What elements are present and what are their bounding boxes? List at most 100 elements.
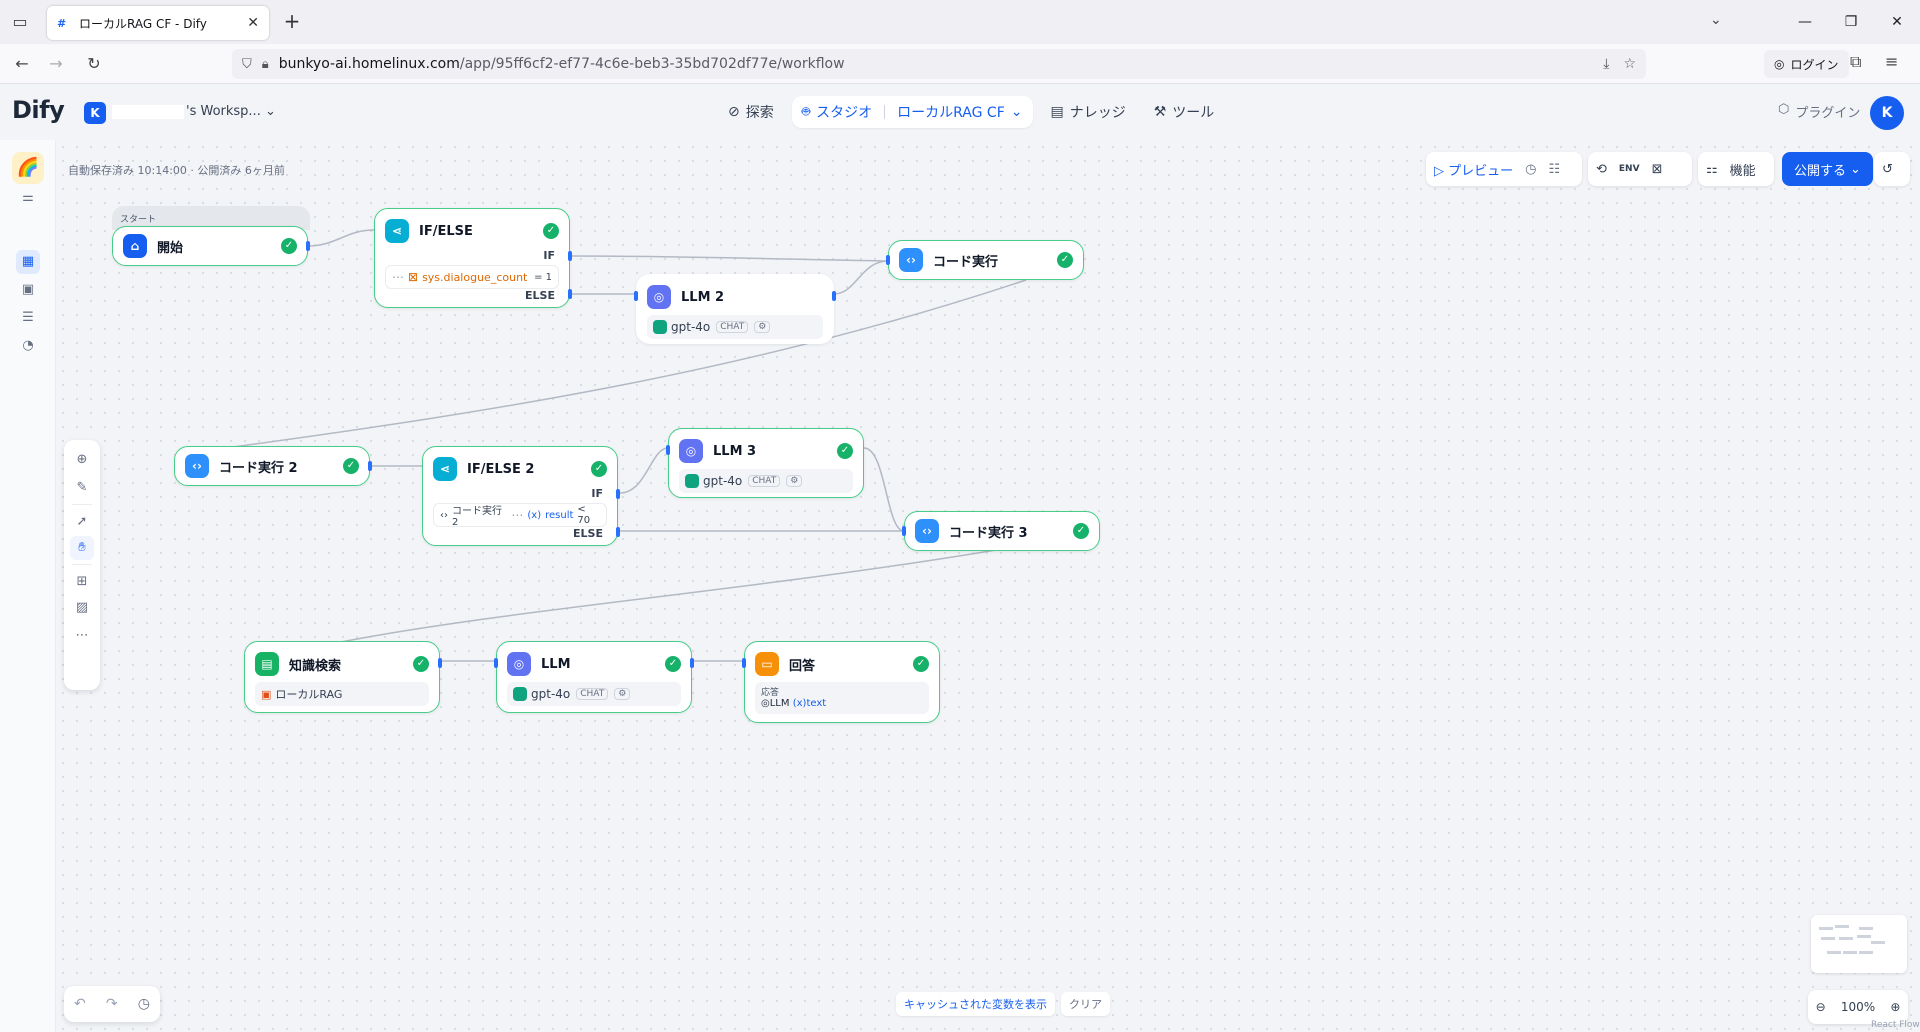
- save-page-icon[interactable]: ⤓: [1603, 56, 1610, 72]
- target-handle[interactable]: [902, 526, 906, 536]
- export-image-icon[interactable]: ▨: [75, 600, 89, 615]
- show-cached-vars-button[interactable]: キャッシュされた変数を表示: [896, 992, 1055, 1016]
- new-tab-icon[interactable]: +: [283, 9, 301, 33]
- node-ifelse[interactable]: ⋖IF/ELSE ✓ IF ⋯⊠sys.dialogue_count= 1 EL…: [374, 208, 572, 308]
- terminal-icon[interactable]: ▣: [21, 282, 35, 297]
- workspace-selector[interactable]: 's Worksp... ⌄: [112, 104, 276, 119]
- check-icon: ✓: [913, 656, 929, 672]
- preview-button[interactable]: ▷ プレビュー: [1434, 163, 1514, 179]
- node-code2[interactable]: ‹›コード実行 2 ✓: [174, 446, 372, 486]
- logs-icon[interactable]: ☰: [22, 310, 34, 325]
- nav-knowledge[interactable]: ▤ナレッジ: [1050, 104, 1126, 121]
- chevron-down-icon[interactable]: ⌄: [1710, 12, 1722, 28]
- minimize-icon[interactable]: —: [1798, 14, 1812, 30]
- organize-icon[interactable]: ⊞: [76, 574, 88, 589]
- else-handle[interactable]: [568, 289, 572, 299]
- back-icon[interactable]: ←: [15, 54, 29, 73]
- undo-icon[interactable]: ↶: [74, 996, 86, 1012]
- monitor-gauge-icon[interactable]: ◔: [22, 338, 34, 353]
- extensions-icon[interactable]: ⧉: [1850, 52, 1862, 71]
- target-handle[interactable]: [742, 658, 746, 668]
- add-note-icon[interactable]: ✎: [76, 480, 88, 495]
- nav-tools[interactable]: ⚒ツール: [1153, 104, 1215, 121]
- history-button[interactable]: ↺: [1874, 152, 1910, 186]
- target-handle[interactable]: [494, 658, 498, 668]
- close-window-icon[interactable]: ✕: [1891, 14, 1903, 30]
- hamburger-menu-icon[interactable]: ≡: [1885, 52, 1899, 71]
- bookmark-star-icon[interactable]: ☆: [1623, 56, 1636, 72]
- nav-studio[interactable]: 🤖︎スタジオローカルRAG CF⌄: [791, 96, 1033, 128]
- node-ifelse2[interactable]: ⋖IF/ELSE 2 ✓ IF ‹›コード実行 2⋯(x)result< 70 …: [422, 446, 620, 546]
- shield-icon[interactable]: ⛉: [242, 56, 252, 72]
- source-handle[interactable]: [690, 658, 694, 668]
- nav-explore[interactable]: ⊘探索: [728, 104, 774, 121]
- env-button[interactable]: ENV: [1618, 164, 1640, 174]
- else-handle[interactable]: [616, 527, 620, 537]
- global-vars-icon[interactable]: ⊠: [1651, 161, 1663, 177]
- more-icon[interactable]: ⋯: [75, 628, 89, 643]
- node-start[interactable]: ⌂開始 ✓: [112, 226, 310, 266]
- source-handle[interactable]: [368, 461, 372, 471]
- add-node-icon[interactable]: ⊕: [76, 452, 88, 467]
- node-answer[interactable]: ▭回答 ✓ 応答 ◎LLM (x)text: [742, 641, 940, 723]
- node-knowledge[interactable]: ▤知識検索 ✓ ▣ローカルRAG: [244, 641, 442, 713]
- window-controls: — ❐ ✕: [1782, 0, 1920, 44]
- variables-group: ⟲ ENV ⊠: [1588, 152, 1692, 186]
- settings-sliders-icon[interactable]: ⚌: [22, 190, 34, 205]
- target-handle[interactable]: [666, 445, 670, 455]
- source-handle[interactable]: [306, 241, 310, 251]
- browser-tab[interactable]: # ローカルRAG CF - Dify ✕: [47, 6, 269, 40]
- workspace-avatar[interactable]: K: [84, 102, 106, 124]
- history-icon[interactable]: ◷: [137, 996, 150, 1012]
- workflow-icon[interactable]: ▦: [16, 250, 40, 274]
- node-code[interactable]: ‹›コード実行 ✓: [886, 240, 1084, 280]
- react-flow-attribution[interactable]: React Flow: [1871, 1020, 1920, 1030]
- if-handle[interactable]: [616, 489, 620, 499]
- llm-icon: ◎: [679, 439, 703, 463]
- forward-icon[interactable]: →: [49, 54, 63, 73]
- pointer-icon[interactable]: ➚: [76, 514, 88, 529]
- tab-list-icon[interactable]: ▭: [12, 12, 28, 31]
- publish-button[interactable]: 公開する⌄: [1782, 152, 1873, 186]
- features-button[interactable]: ⚏機能: [1698, 152, 1774, 186]
- tab-title: ローカルRAG CF - Dify: [79, 16, 207, 31]
- zoom-out-icon[interactable]: ⊖: [1815, 1000, 1826, 1014]
- source-handle[interactable]: [438, 658, 442, 668]
- clear-cache-button[interactable]: クリア: [1061, 992, 1110, 1016]
- app-selector[interactable]: ローカルRAG CF: [897, 105, 1005, 121]
- workflow-canvas[interactable]: 自動保存済み 10:14:00 · 公開済み 6ヶ月前 ▷ プレビュー ◷ ☷ …: [56, 140, 1920, 1032]
- reload-icon[interactable]: ↻: [87, 54, 101, 73]
- redo-icon[interactable]: ↷: [105, 996, 118, 1012]
- chevron-down-icon: ⌄: [1010, 104, 1023, 120]
- if-handle[interactable]: [568, 251, 572, 261]
- zoom-level[interactable]: 100%: [1840, 1000, 1876, 1014]
- node-code3[interactable]: ‹›コード実行 3 ✓: [902, 511, 1100, 551]
- target-handle[interactable]: [886, 255, 890, 265]
- lock-icon[interactable]: 🔒︎: [261, 56, 269, 72]
- restore-icon[interactable]: ❐: [1844, 14, 1858, 30]
- user-avatar[interactable]: K: [1870, 96, 1904, 130]
- minimap[interactable]: [1811, 915, 1907, 973]
- login-button[interactable]: ◎ ログイン: [1764, 50, 1849, 78]
- edge-llm2-code: [833, 260, 889, 295]
- main-nav: ⊘探索 🤖︎スタジオローカルRAG CF⌄ ▤ナレッジ ⚒ツール: [718, 96, 1224, 128]
- close-tab-icon[interactable]: ✕: [247, 15, 259, 31]
- llm-icon: ◎: [647, 285, 671, 309]
- checklist-icon[interactable]: ◷: [1525, 161, 1537, 177]
- source-handle[interactable]: [832, 291, 836, 301]
- conversation-vars-icon[interactable]: ⟲: [1596, 161, 1607, 177]
- target-handle[interactable]: [634, 291, 638, 301]
- hand-icon[interactable]: ✋︎: [70, 536, 94, 560]
- answer-icon: ▭: [755, 652, 779, 676]
- book-icon: ▤: [255, 652, 279, 676]
- dify-logo[interactable]: Dify: [12, 96, 65, 124]
- plugin-button[interactable]: ⬡プラグイン: [1778, 102, 1861, 121]
- app-rainbow-icon[interactable]: 🌈: [12, 152, 44, 184]
- list-check-icon[interactable]: ☷: [1548, 161, 1561, 177]
- url-bar[interactable]: ⛉ 🔒︎ bunkyo-ai.homelinux.com/app/95ff6cf…: [232, 49, 1646, 79]
- zoom-in-icon[interactable]: ⊕: [1890, 1000, 1901, 1014]
